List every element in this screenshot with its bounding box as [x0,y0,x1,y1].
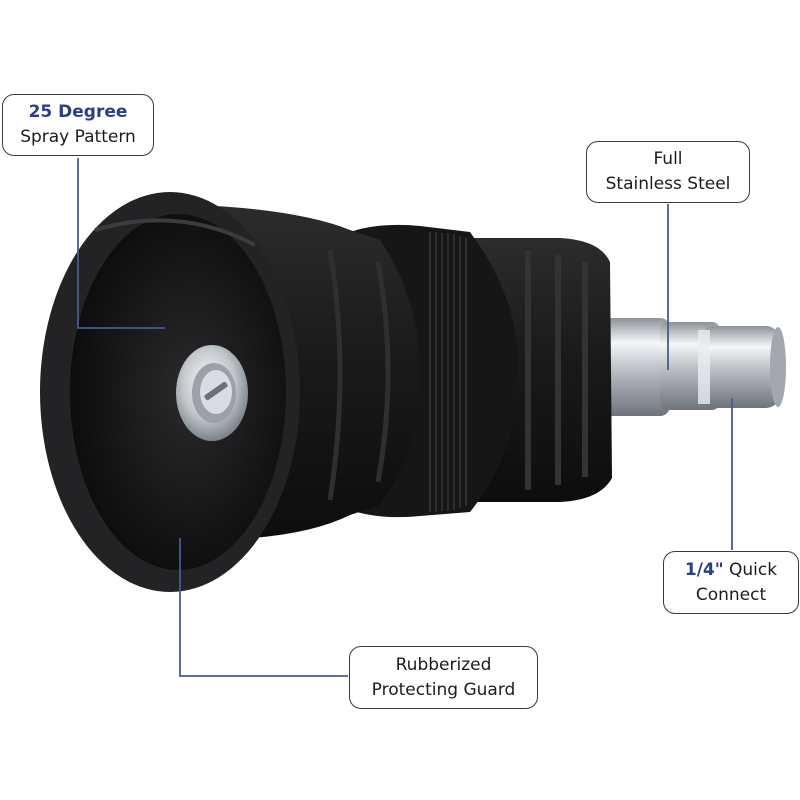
callout-connect-line2: Connect [695,584,767,605]
callout-stainless-steel: Full Stainless Steel [586,141,750,203]
callout-connect-quick: Quick [729,559,778,580]
callout-connect-line1: 1/4" Quick [674,558,788,583]
callout-connect-size: 1/4" [684,559,724,580]
callout-steel-line1: Full [653,149,683,169]
callout-spray-pattern: 25 Degree Spray Pattern [2,94,154,156]
callout-steel-line2: Stainless Steel [605,174,731,194]
quick-connect-plug [600,318,786,416]
leader-lines [77,158,733,677]
callout-guard-line2: Protecting Guard [371,679,516,700]
callout-spray-label: Spray Pattern [20,127,136,147]
callout-quick-connect: 1/4" Quick Connect [663,551,799,614]
callout-protecting-guard: Rubberized Protecting Guard [349,646,538,709]
rubber-guard [40,192,300,592]
callout-spray-degree: 25 Degree [28,102,128,122]
callout-guard-line1: Rubberized [395,654,492,675]
nozzle-insert [176,345,248,441]
